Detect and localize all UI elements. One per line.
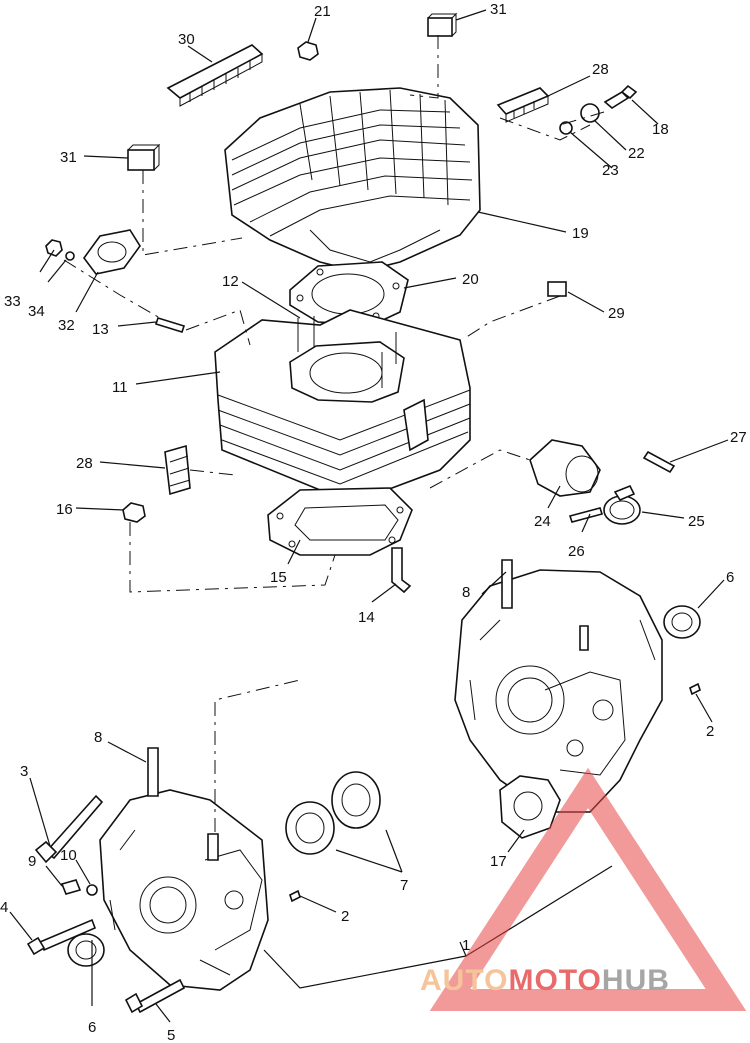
screw-26 xyxy=(568,507,604,523)
bearing-7-a xyxy=(285,801,335,855)
callout-16: 16 xyxy=(56,501,73,518)
callout-32: 32 xyxy=(58,317,75,334)
washer-10 xyxy=(86,884,98,896)
damper-block-31-top xyxy=(427,17,453,37)
callout-21: 21 xyxy=(314,3,331,20)
callout-28: 28 xyxy=(592,61,609,78)
callout-6: 6 xyxy=(726,569,734,586)
pin-2-left xyxy=(289,889,301,903)
cylinder xyxy=(214,309,471,501)
callout-11: 11 xyxy=(112,379,128,396)
callout-31: 31 xyxy=(60,149,77,166)
callout-8: 8 xyxy=(462,584,470,601)
seal-6-right xyxy=(663,605,701,639)
callout-6: 6 xyxy=(88,1019,96,1036)
pin-2-right xyxy=(689,682,701,696)
cylinder-head xyxy=(224,87,481,273)
nut-16 xyxy=(122,502,146,523)
callout-4: 4 xyxy=(0,899,8,916)
callout-20: 20 xyxy=(462,271,479,288)
watermark-word-auto: AUTO xyxy=(420,964,508,997)
nut-33 xyxy=(45,239,63,257)
callout-23: 23 xyxy=(602,162,619,179)
callout-8: 8 xyxy=(94,729,102,746)
head-gasket-20 xyxy=(289,261,409,326)
fitting-14 xyxy=(391,547,412,594)
callout-28: 28 xyxy=(76,455,93,472)
callout-22: 22 xyxy=(628,145,645,162)
callout-27: 27 xyxy=(730,429,747,446)
callout-3: 3 xyxy=(20,763,28,780)
stud-13 xyxy=(154,317,186,333)
damper-block-29 xyxy=(547,281,567,297)
crankcase-right-half xyxy=(454,559,663,813)
watermark-word-hub: HUB xyxy=(602,964,670,997)
callout-24: 24 xyxy=(534,513,551,530)
fin-damper-30 xyxy=(166,44,264,107)
washer-22 xyxy=(580,103,600,123)
callout-29: 29 xyxy=(608,305,625,322)
cover-plate-17 xyxy=(499,775,561,839)
fin-damper-28-lower xyxy=(164,444,191,496)
washer-34 xyxy=(65,251,75,261)
assembly-lines xyxy=(63,35,605,832)
bolt-18 xyxy=(603,90,630,109)
callout-30: 30 xyxy=(178,31,195,48)
screw-9 xyxy=(60,879,82,895)
callout-9: 9 xyxy=(28,853,36,870)
callout-5: 5 xyxy=(167,1027,175,1043)
exhaust-gasket-32 xyxy=(83,229,141,275)
callout-13: 13 xyxy=(92,321,109,338)
callout-2: 2 xyxy=(706,723,714,740)
damper-block-31-left xyxy=(127,149,155,171)
intake-manifold-24 xyxy=(529,439,601,497)
base-gasket-15 xyxy=(267,487,413,556)
bearing-7-b xyxy=(331,771,381,829)
watermark-word-moto: MOTO xyxy=(508,964,601,997)
callout-10: 10 xyxy=(60,847,77,864)
callout-19: 19 xyxy=(572,225,589,242)
callout-26: 26 xyxy=(568,543,585,560)
bolt-5 xyxy=(134,978,186,1014)
callout-1: 1 xyxy=(462,937,470,954)
svg-text:AUTOMOTOHUB: AUTOMOTOHUB xyxy=(420,964,670,997)
nut-21 xyxy=(297,41,319,61)
callout-14: 14 xyxy=(358,609,375,626)
callout-31: 31 xyxy=(490,1,507,18)
callout-25: 25 xyxy=(688,513,705,530)
callout-7: 7 xyxy=(400,877,408,894)
callout-17: 17 xyxy=(490,853,507,870)
clamp-25 xyxy=(603,484,641,525)
watermark-logo: AUTOMOTOHUB xyxy=(420,767,747,1011)
callout-18: 18 xyxy=(652,121,669,138)
callout-15: 15 xyxy=(270,569,287,586)
callout-2: 2 xyxy=(341,908,349,925)
callout-33: 33 xyxy=(4,293,21,310)
bolt-27 xyxy=(642,450,676,474)
callout-12: 12 xyxy=(222,273,239,290)
crankcase-left-half xyxy=(99,747,269,991)
seal-6-left xyxy=(67,933,105,967)
nut-23 xyxy=(559,121,573,135)
fin-damper-28-upper xyxy=(496,87,550,123)
callout-34: 34 xyxy=(28,303,45,320)
watermark-triangle xyxy=(429,767,747,1011)
